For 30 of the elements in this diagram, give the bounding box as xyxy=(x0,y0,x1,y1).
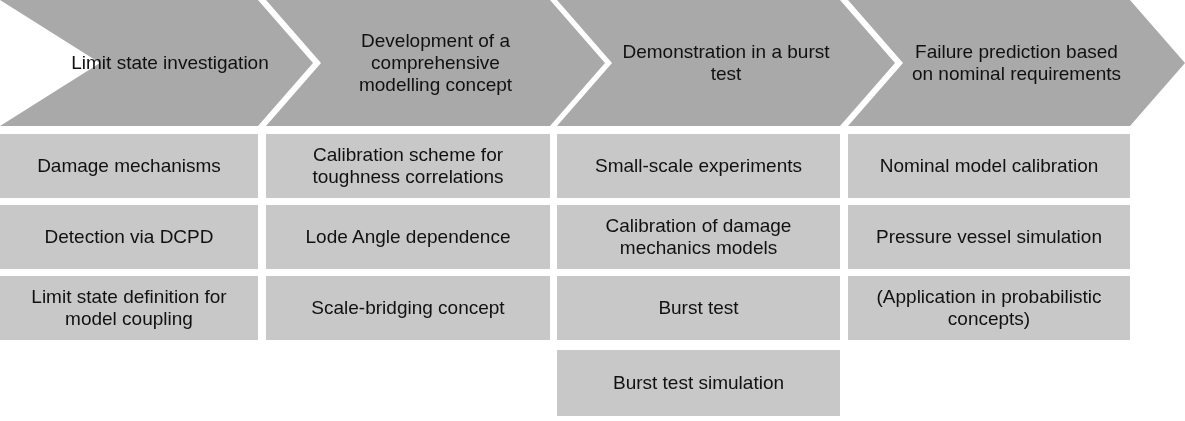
task-label: Calibration of damage mechanics models xyxy=(604,215,793,259)
task-label: Nominal model calibration xyxy=(879,155,1099,177)
task-label: Lode Angle dependence xyxy=(305,226,511,248)
task-box xyxy=(266,205,550,269)
phase-label: Failure prediction based on nominal requirements xyxy=(910,41,1123,85)
task-box xyxy=(0,205,258,269)
task-label: Limit state definition for model coupling xyxy=(30,286,228,330)
task-box xyxy=(848,276,1130,340)
task-box xyxy=(848,205,1130,269)
task-box xyxy=(0,276,258,340)
phase-label: Development of a comprehensive modelling concept xyxy=(357,30,514,96)
task-box xyxy=(266,134,550,198)
task-box xyxy=(557,205,840,269)
task-box xyxy=(557,134,840,198)
task-label: Burst test simulation xyxy=(612,372,785,394)
task-label: Scale-bridging concept xyxy=(311,297,505,319)
task-box xyxy=(557,276,840,340)
task-label: Detection via DCPD xyxy=(44,226,214,248)
task-label: Burst test xyxy=(658,297,739,319)
task-box xyxy=(557,350,840,416)
task-label: Calibration scheme for toughness correlations xyxy=(311,144,505,188)
task-box xyxy=(0,134,258,198)
task-label: Small-scale experiments xyxy=(595,155,802,177)
task-label: Damage mechanisms xyxy=(37,155,221,177)
task-box xyxy=(848,134,1130,198)
task-label: Pressure vessel simulation xyxy=(876,226,1102,248)
phase-label: Demonstration in a burst test xyxy=(621,41,831,85)
task-box xyxy=(266,276,550,340)
task-label: (Application in probabilistic concepts) xyxy=(875,286,1103,330)
phase-label: Limit state investigation xyxy=(71,52,269,74)
